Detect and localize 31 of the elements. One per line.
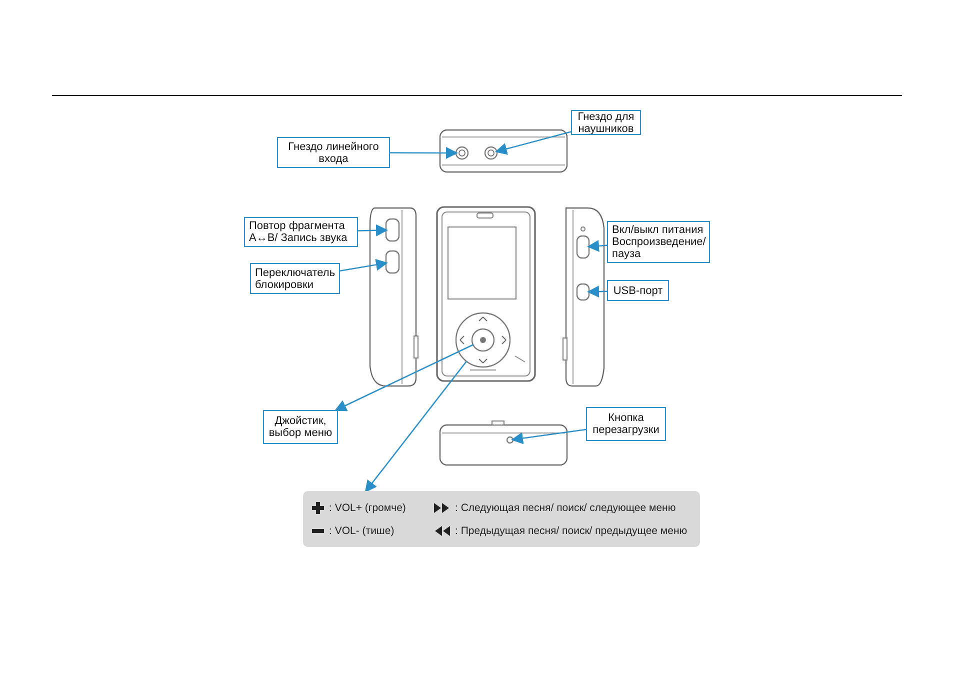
leader-arrow bbox=[358, 224, 388, 236]
leader-arrow bbox=[494, 131, 572, 155]
button-description: : Следующая песня/ поиск/ следующее меню bbox=[455, 502, 677, 514]
jack-socket bbox=[455, 146, 469, 160]
side-button bbox=[385, 218, 400, 242]
side-button bbox=[385, 250, 400, 274]
callout-label: Переключатель блокировки bbox=[250, 263, 340, 294]
button-description: : Предыдущая песня/ поиск/ предыдущее меню bbox=[455, 524, 688, 536]
callout-label: Вкл/выкл питания Воспроизведение/ пауза bbox=[607, 221, 710, 263]
joystick-ring bbox=[455, 312, 511, 368]
callout-label: Гнездо для наушников bbox=[571, 110, 641, 135]
button-description: : VOL+ (громче) bbox=[329, 502, 407, 514]
joystick-button bbox=[471, 328, 495, 352]
leader-arrow bbox=[587, 240, 608, 252]
usb-port bbox=[576, 283, 590, 301]
callout-label: Кнопка перезагрузки bbox=[586, 407, 666, 441]
button-description: : VOL- (тише) bbox=[329, 524, 396, 536]
reset-hole bbox=[506, 436, 514, 444]
side-button bbox=[576, 235, 590, 259]
legend-panel bbox=[303, 491, 700, 547]
jack-socket bbox=[484, 146, 498, 160]
leader-arrow bbox=[511, 428, 586, 444]
leader-arrow bbox=[334, 344, 474, 412]
leader-arrow bbox=[364, 360, 467, 493]
leader-arrow bbox=[587, 286, 608, 298]
callout-label: Джойстик, выбор меню bbox=[263, 410, 338, 444]
callout-label: Гнездо линейного входа bbox=[277, 137, 390, 168]
callout-label: Повтор фрагмента A↔B/ Запись звука bbox=[244, 217, 358, 247]
callout-label: USB-порт bbox=[607, 280, 669, 301]
leader-arrow bbox=[390, 146, 458, 159]
leader-arrow bbox=[340, 258, 388, 272]
